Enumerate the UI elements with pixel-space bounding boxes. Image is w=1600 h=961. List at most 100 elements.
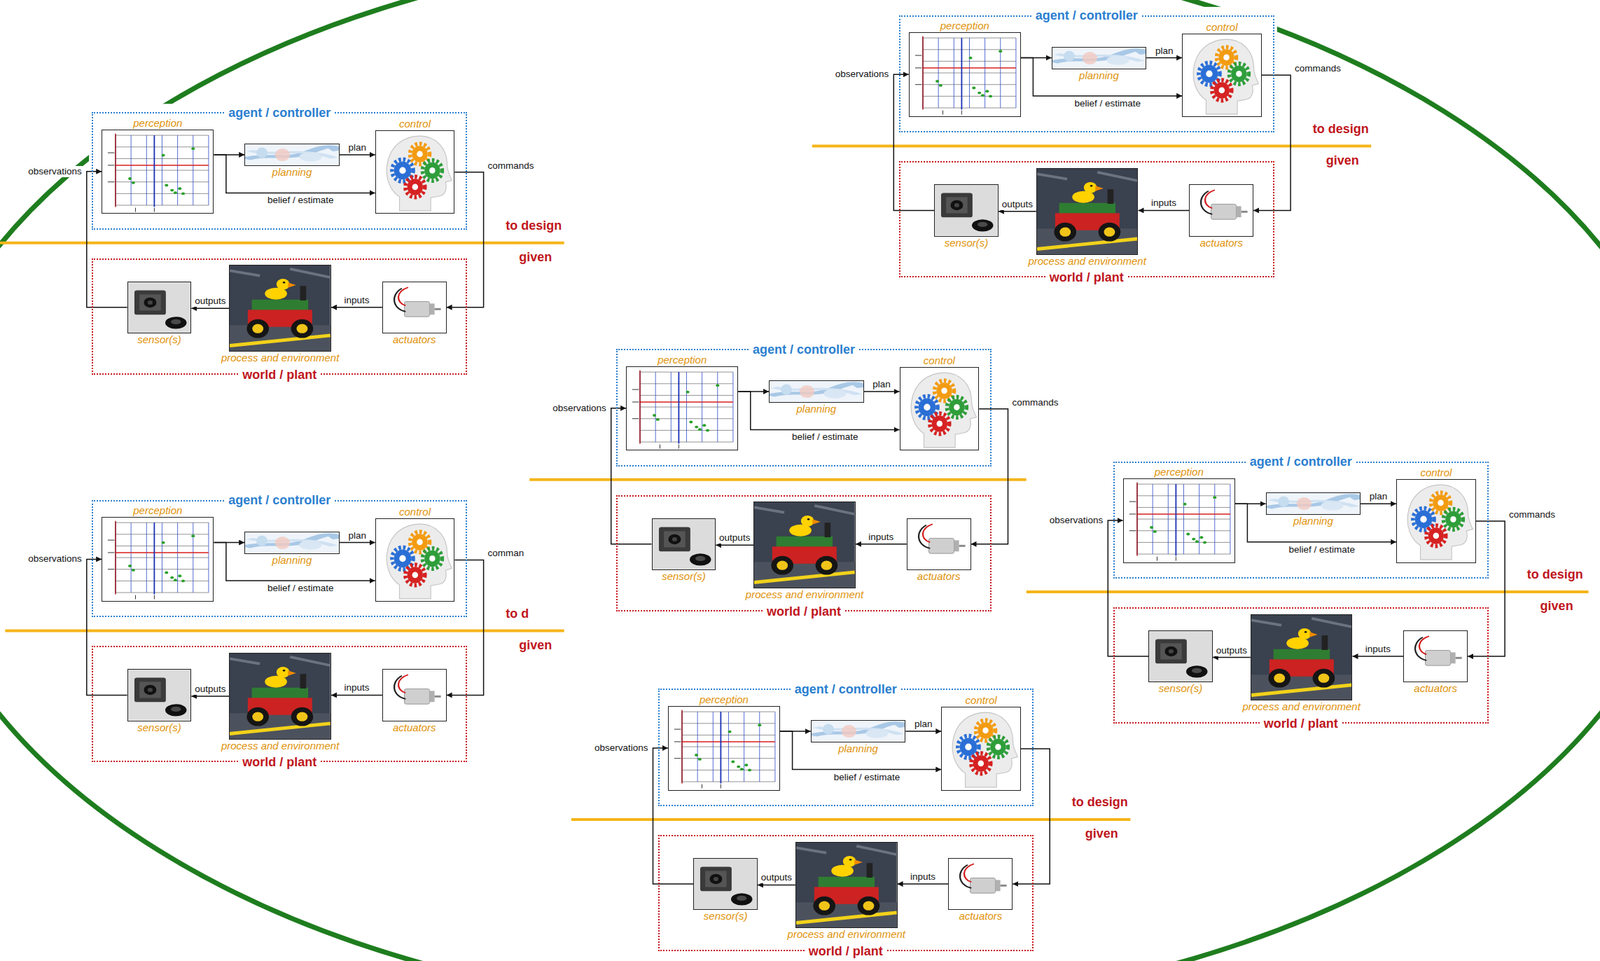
process-illustration-part	[282, 281, 285, 284]
block-caption: control	[1420, 467, 1452, 479]
connector	[905, 730, 942, 732]
perc-illustration-part	[728, 711, 729, 782]
act-illustration-part	[958, 544, 965, 547]
perc-illustration-part	[694, 425, 699, 428]
process-illustration-part	[1273, 672, 1285, 683]
plan-illustration-part	[275, 536, 290, 549]
box-title: world / plant	[1260, 716, 1342, 731]
sensor-illustration-part	[1149, 630, 1213, 682]
process-illustration-part	[1107, 189, 1114, 204]
perc-illustration-part	[1214, 483, 1215, 554]
ctrl-illustration-part	[1450, 516, 1456, 523]
process-block: process and environment	[228, 264, 332, 352]
act-illustration-part	[383, 282, 447, 333]
perc-illustration-part	[998, 49, 1003, 53]
perc-illustration-part	[164, 183, 169, 187]
perc-illustration-part	[774, 711, 776, 782]
ctrl-illustration-part	[941, 387, 947, 394]
sensor-illustration-part	[652, 518, 716, 570]
process-illustration-part	[1037, 168, 1138, 255]
ctrl-illustration	[1181, 33, 1262, 117]
connector	[864, 390, 900, 393]
sensor-illustration-part	[700, 866, 732, 891]
edge-label: observations	[834, 68, 890, 80]
perc-illustration-part	[154, 595, 155, 600]
process-illustration-part	[276, 666, 290, 678]
sensor-illustration-part	[143, 684, 157, 695]
ctrl-illustration-part	[392, 159, 414, 183]
perc-illustration-part	[674, 728, 681, 729]
copy-grounds	[88, 7, 1492, 960]
ctrl-illustration-part	[424, 549, 440, 566]
connector	[1212, 656, 1251, 659]
process-illustration-part	[754, 505, 855, 514]
perc-illustration-part	[626, 366, 738, 451]
perc-illustration-part	[1167, 483, 1168, 554]
plan-illustration	[244, 143, 340, 166]
sensor-illustration-part	[143, 296, 157, 307]
edge-label: inputs	[1150, 197, 1178, 209]
perc-illustration-part	[208, 135, 210, 206]
sensor-block: sensor(s)	[127, 668, 192, 721]
sensor-block: sensor(s)	[127, 281, 192, 334]
box-title: world / plant	[238, 367, 320, 382]
connector	[1360, 502, 1397, 505]
sensor-illustration	[934, 184, 999, 236]
process-illustration	[228, 264, 332, 352]
connector	[331, 306, 383, 309]
perc-illustration-part	[192, 522, 194, 593]
ctrl-illustration-part	[1426, 525, 1446, 546]
act-illustration-part	[394, 287, 406, 311]
perc-illustration-part	[1175, 555, 1177, 561]
block-caption: actuators	[959, 910, 1003, 922]
process-illustration	[228, 652, 332, 740]
control-block: control	[375, 130, 456, 214]
edge-label: outputs	[718, 532, 751, 544]
perc-illustration-part	[114, 133, 117, 207]
process-illustration-part	[1251, 614, 1353, 701]
process-illustration-part	[818, 875, 875, 888]
block-caption: actuators	[1199, 237, 1243, 249]
act-illustration-part	[918, 524, 930, 548]
perc-illustration	[908, 32, 1021, 117]
perc-illustration-part	[1151, 483, 1153, 554]
sensor-illustration-part	[1155, 638, 1187, 664]
perc-illustration-part	[128, 177, 132, 180]
edge-label: commands	[1508, 509, 1556, 521]
design-side-label: to design	[1312, 121, 1370, 136]
perc-illustration-part	[177, 135, 178, 206]
edge-label: observations	[551, 402, 608, 414]
perc-illustration-part	[130, 522, 132, 593]
plan-illustration-part	[822, 724, 834, 735]
perc-illustration-part	[678, 371, 680, 444]
ctrl-illustration-part	[393, 548, 412, 568]
block-caption: actuators	[392, 334, 437, 346]
ctrl-illustration-part	[392, 546, 414, 570]
ctrl-illustration-part	[941, 707, 1021, 790]
process-illustration-part	[1090, 184, 1093, 187]
perc-illustration-part	[696, 711, 698, 782]
process-illustration-part	[296, 324, 309, 334]
plan-illustration	[810, 719, 907, 743]
plan-illustration-part	[780, 383, 792, 395]
process-illustration-part	[1058, 203, 1115, 215]
edge-label: belief / estimate	[1074, 98, 1143, 110]
plan-illustration-part	[769, 383, 864, 396]
perc-illustration-part	[154, 522, 156, 594]
perc-illustration-part	[170, 188, 174, 192]
planning-block: planning	[768, 380, 865, 403]
process-illustration-part	[796, 842, 897, 928]
sensor-illustration-part	[139, 294, 162, 311]
ctrl-illustration-part	[929, 413, 949, 434]
perc-illustration-part	[146, 522, 148, 593]
sensor-illustration-part	[736, 895, 747, 901]
process-illustration-part	[821, 560, 833, 570]
sensor-illustration-part	[950, 200, 964, 211]
sensor-illustration-part	[170, 318, 181, 324]
connector	[757, 884, 796, 886]
block-caption: control	[1205, 21, 1238, 33]
act-illustration-part	[1415, 637, 1427, 661]
ctrl-illustration-part	[952, 712, 1018, 788]
process-illustration-part	[229, 656, 331, 666]
